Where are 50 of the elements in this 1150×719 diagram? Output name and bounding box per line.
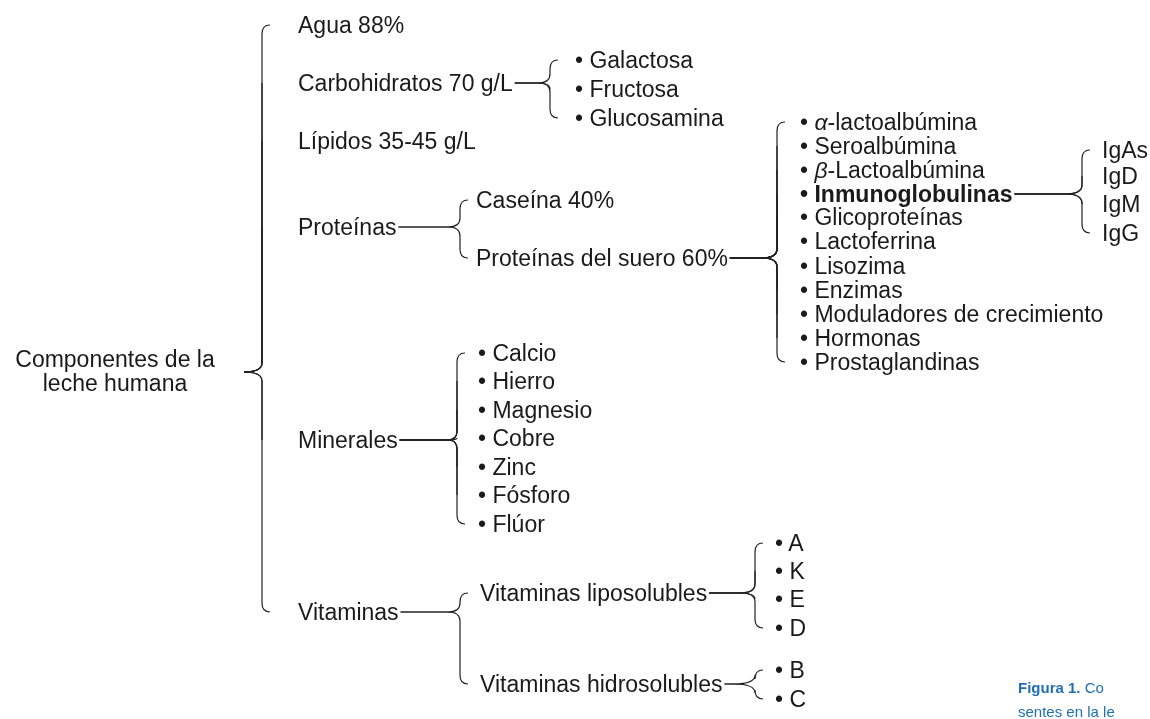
tree-item: • D — [763, 616, 807, 640]
tree-item: • Seroalbúmina — [778, 134, 957, 158]
brace-connector — [729, 257, 786, 363]
tree-item: IgG — [1090, 221, 1140, 245]
brace-connector — [243, 371, 271, 613]
tree-item: Proteínas — [263, 215, 448, 239]
tree-item: Proteínas del suero 60% — [468, 246, 762, 270]
tree-item: • Enzimas — [778, 278, 903, 302]
tree-item: • Flúor — [465, 512, 545, 536]
tree-item: Carbohidratos 70 g/L — [263, 71, 538, 95]
tree-item: Minerales — [263, 428, 448, 452]
tree-item: • Hormonas — [778, 326, 921, 350]
tree-item: • Cobre — [458, 426, 556, 450]
tree-item: Vitaminas — [270, 600, 448, 624]
tree-item: • A — [763, 531, 804, 555]
tree-item: • C — [763, 687, 807, 711]
tree-item: IgD — [1083, 164, 1138, 188]
brace-connector — [514, 82, 559, 119]
tree-item: • α-lactoalbúmina — [785, 110, 978, 134]
figure-caption: Figura 1. Co sentes en la le — [1018, 678, 1116, 719]
tree-item: • Lisozima — [778, 254, 906, 278]
tree-item: Vitaminas hidrosolubles — [468, 672, 734, 696]
tree-item: • Moduladores de crecimiento — [778, 302, 1104, 326]
tree-item: • β-Lactoalbúmina — [778, 158, 985, 182]
tree-item: Vitaminas liposolubles — [468, 581, 740, 605]
brace-connector — [1013, 193, 1091, 234]
tree-item: IgM — [1083, 192, 1141, 216]
brace-connector — [399, 439, 466, 525]
tree-item: Componentes de la leche humana — [0, 347, 230, 397]
tree-item: Lípidos 35-45 g/L — [263, 129, 476, 153]
brace-connector — [399, 611, 469, 685]
tree-item: • Fructosa — [551, 77, 679, 101]
tree-item: Caseína 40% — [468, 188, 615, 212]
tree-item: • Fósforo — [458, 483, 571, 507]
tree-item: • B — [763, 658, 805, 682]
tree-item: • Glucosamina — [558, 106, 724, 130]
brace-connector — [723, 683, 764, 700]
tree-item: • E — [756, 587, 805, 611]
tree-item: • K — [756, 559, 805, 583]
tree-item: • Prostaglandinas — [785, 350, 980, 374]
brace-connector — [397, 226, 469, 259]
brace-connector — [708, 592, 764, 629]
tree-item: • Galactosa — [558, 48, 693, 72]
tree-item: • Calcio — [465, 341, 557, 365]
tree-item: • Lactoferrina — [778, 229, 936, 253]
tree-item: IgAs — [1090, 138, 1149, 162]
tree-item: • Magnesio — [458, 398, 593, 422]
tree-item: Agua 88% — [270, 13, 405, 37]
tree-item: • Hierro — [458, 369, 556, 393]
tree-item: • Zinc — [458, 455, 536, 479]
